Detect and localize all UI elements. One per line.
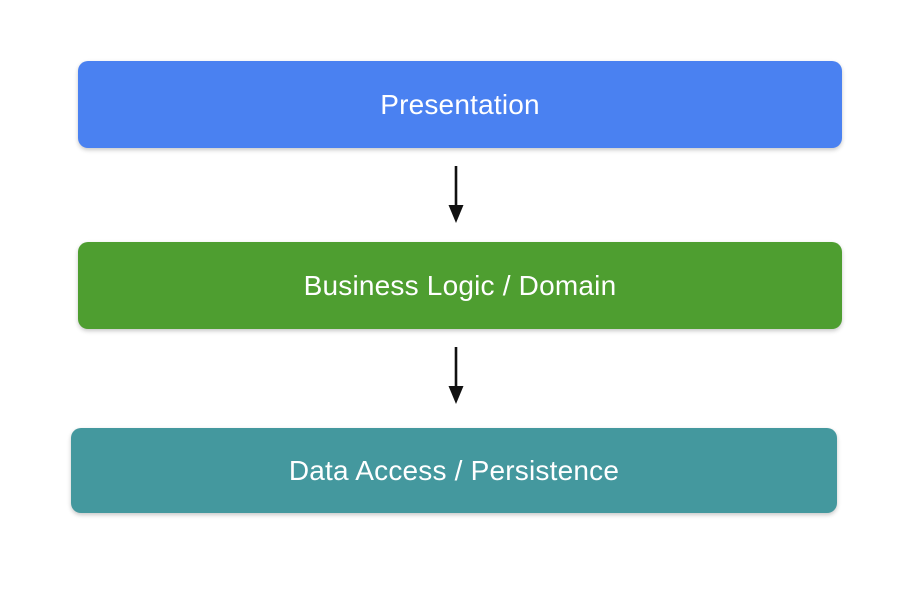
layer-label-business-logic: Business Logic / Domain [303,269,617,301]
down-arrow-icon [448,166,464,223]
layer-box-presentation: Presentation [78,61,842,148]
layer-box-business-logic: Business Logic / Domain [78,242,842,329]
layer-label-presentation: Presentation [380,88,540,120]
layer-label-data-access: Data Access / Persistence [288,454,620,486]
layer-box-data-access: Data Access / Persistence [71,428,837,513]
down-arrow-icon [448,347,464,404]
